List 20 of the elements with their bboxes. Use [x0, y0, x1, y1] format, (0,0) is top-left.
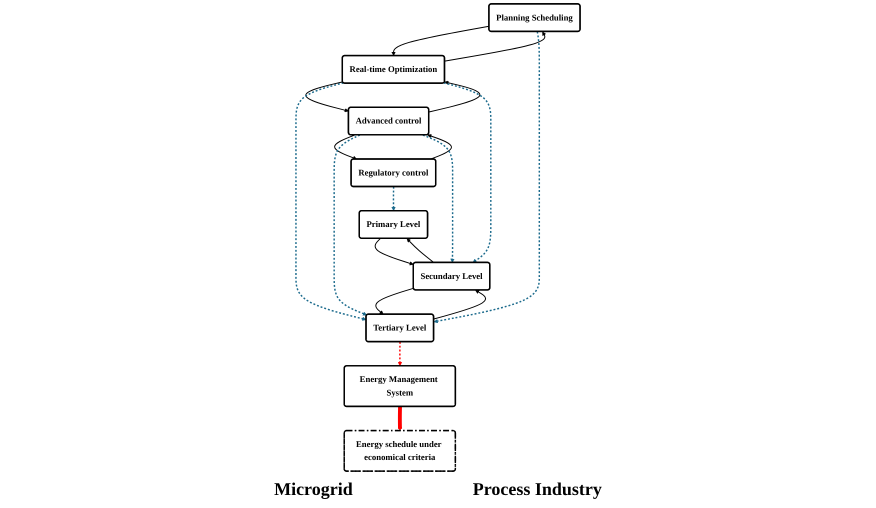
arrow	[444, 31, 546, 62]
group-label: Microgrid	[274, 479, 353, 500]
arrow	[333, 134, 368, 316]
group-label: Process Industry	[472, 479, 602, 500]
arrow	[391, 26, 490, 56]
arrow	[428, 80, 480, 112]
arrow	[305, 81, 349, 112]
arrow	[391, 186, 396, 212]
arrow	[398, 342, 402, 366]
arrow	[433, 290, 486, 320]
arrow	[427, 134, 452, 160]
arrow	[444, 82, 492, 263]
arrow	[295, 82, 366, 321]
arrow	[398, 406, 402, 431]
arrow	[334, 134, 358, 160]
arrow	[375, 288, 414, 315]
arrow	[406, 238, 434, 264]
arrow	[422, 134, 455, 263]
arrow	[434, 32, 540, 324]
arrow	[374, 238, 414, 266]
